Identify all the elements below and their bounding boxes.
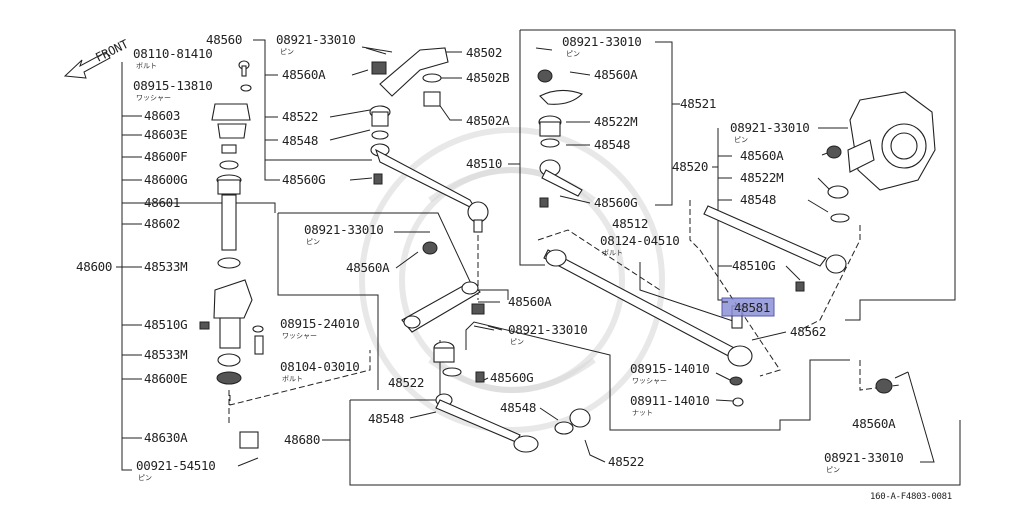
label-08921-33010-e: 08921-33010 [730, 120, 809, 135]
group-48680 [322, 321, 961, 486]
label-48548-c: 48548 [500, 400, 536, 415]
sub-08921-33010-b: ピン [306, 238, 320, 246]
label-48560A-f: 48560A [852, 416, 896, 431]
sub-08124-04510: ボルト [602, 249, 623, 257]
group-48510 [508, 29, 956, 321]
label-00921-54510: 00921-54510 [136, 458, 215, 473]
label-48510G-b: 48510G [732, 258, 775, 273]
tie-rod-end-parts [535, 47, 743, 361]
label-48600F: 48600F [144, 149, 187, 164]
label-08915-24010: 08915-24010 [280, 316, 359, 331]
label-48521: 48521 [680, 96, 716, 111]
label-48600E: 48600E [144, 371, 187, 386]
label-08124-04510: 08124-04510 [600, 233, 679, 248]
label-48533M-a: 48533M [144, 259, 187, 274]
label-48560A-e: 48560A [740, 148, 784, 163]
label-48502B: 48502B [466, 70, 509, 85]
label-08911-14010: 08911-14010 [630, 393, 709, 408]
label-48603E: 48603E [144, 127, 187, 142]
label-48548-e: 48548 [740, 192, 776, 207]
label-48560A-b: 48560A [346, 260, 390, 275]
label-48533M-b: 48533M [144, 347, 187, 362]
label-08921-33010-f: 08921-33010 [824, 450, 903, 465]
sub-08915-24010: ワッシャー [282, 332, 317, 340]
group-48520 [689, 91, 936, 407]
label-48502: 48502 [466, 45, 502, 60]
label-48510G-a: 48510G [144, 317, 187, 332]
label-48560G-c: 48560G [594, 195, 637, 210]
label-48522-b: 48522 [388, 375, 424, 390]
idler-arm-parts [199, 60, 371, 467]
label-08915-13810: 08915-13810 [133, 78, 212, 93]
label-08915-14010: 08915-14010 [630, 361, 709, 376]
label-48548-b: 48548 [368, 411, 404, 426]
label-48510: 48510 [466, 156, 502, 171]
label-48560A-a: 48560A [282, 67, 326, 82]
label-48522-c: 48522 [608, 454, 644, 469]
front-label: FRONT [93, 37, 130, 65]
sub-08921-33010-d: ピン [566, 50, 580, 58]
label-08921-33010-a: 08921-33010 [276, 32, 355, 47]
label-48560A-d: 48560A [594, 67, 638, 82]
sub-08915-13810: ワッシャー [136, 94, 171, 102]
sub-08921-33010-a: ピン [280, 48, 294, 56]
front-arrow-icon [63, 51, 111, 79]
label-48502A: 48502A [466, 113, 510, 128]
label-48600G: 48600G [144, 172, 187, 187]
highlight-48581[interactable] [721, 297, 775, 317]
label-48562: 48562 [790, 324, 826, 339]
label-48581: 48581 [734, 300, 770, 315]
label-48522M-a: 48522M [594, 114, 637, 129]
pitman-arm-parts [365, 47, 489, 300]
label-48512: 48512 [612, 216, 648, 231]
label-48630A: 48630A [144, 430, 188, 445]
label-48601: 48601 [144, 195, 180, 210]
label-48522-a: 48522 [282, 109, 318, 124]
label-48560: 48560 [206, 32, 242, 47]
label-48520: 48520 [672, 159, 708, 174]
group-relay [277, 212, 509, 390]
column-48600 [120, 62, 276, 471]
label-48522M-b: 48522M [740, 170, 783, 185]
label-48603: 48603 [144, 108, 180, 123]
label-48548-d: 48548 [594, 137, 630, 152]
label-08921-33010-c: 08921-33010 [508, 322, 587, 337]
sub-08921-33010-c: ピン [510, 338, 524, 346]
label-48560G-b: 48560G [490, 370, 533, 385]
label-48600: 48600 [76, 259, 112, 274]
label-48602: 48602 [144, 216, 180, 231]
label-08921-33010-d: 08921-33010 [562, 34, 641, 49]
label-48548-a: 48548 [282, 133, 318, 148]
sub-08915-14010: ワッシャー [632, 377, 667, 385]
label-48680: 48680 [284, 432, 320, 447]
sub-00921-54510: ピン [138, 474, 152, 482]
sub-08911-14010: ナット [632, 409, 653, 417]
label-08110-81410: 08110-81410 [133, 46, 212, 61]
label-48560A-c: 48560A [508, 294, 552, 309]
label-08104-03010: 08104-03010 [280, 359, 359, 374]
label-08921-33010-b: 08921-33010 [304, 222, 383, 237]
sub-08921-33010-f: ピン [826, 466, 840, 474]
watermark [359, 127, 665, 433]
sub-08110-81410: ボルト [136, 62, 157, 70]
figure-code: 160-A-F4803-0081 [870, 492, 952, 502]
sub-08921-33010-e: ピン [734, 136, 748, 144]
sub-08104-03010: ボルト [282, 375, 303, 383]
label-48560G-a: 48560G [282, 172, 325, 187]
